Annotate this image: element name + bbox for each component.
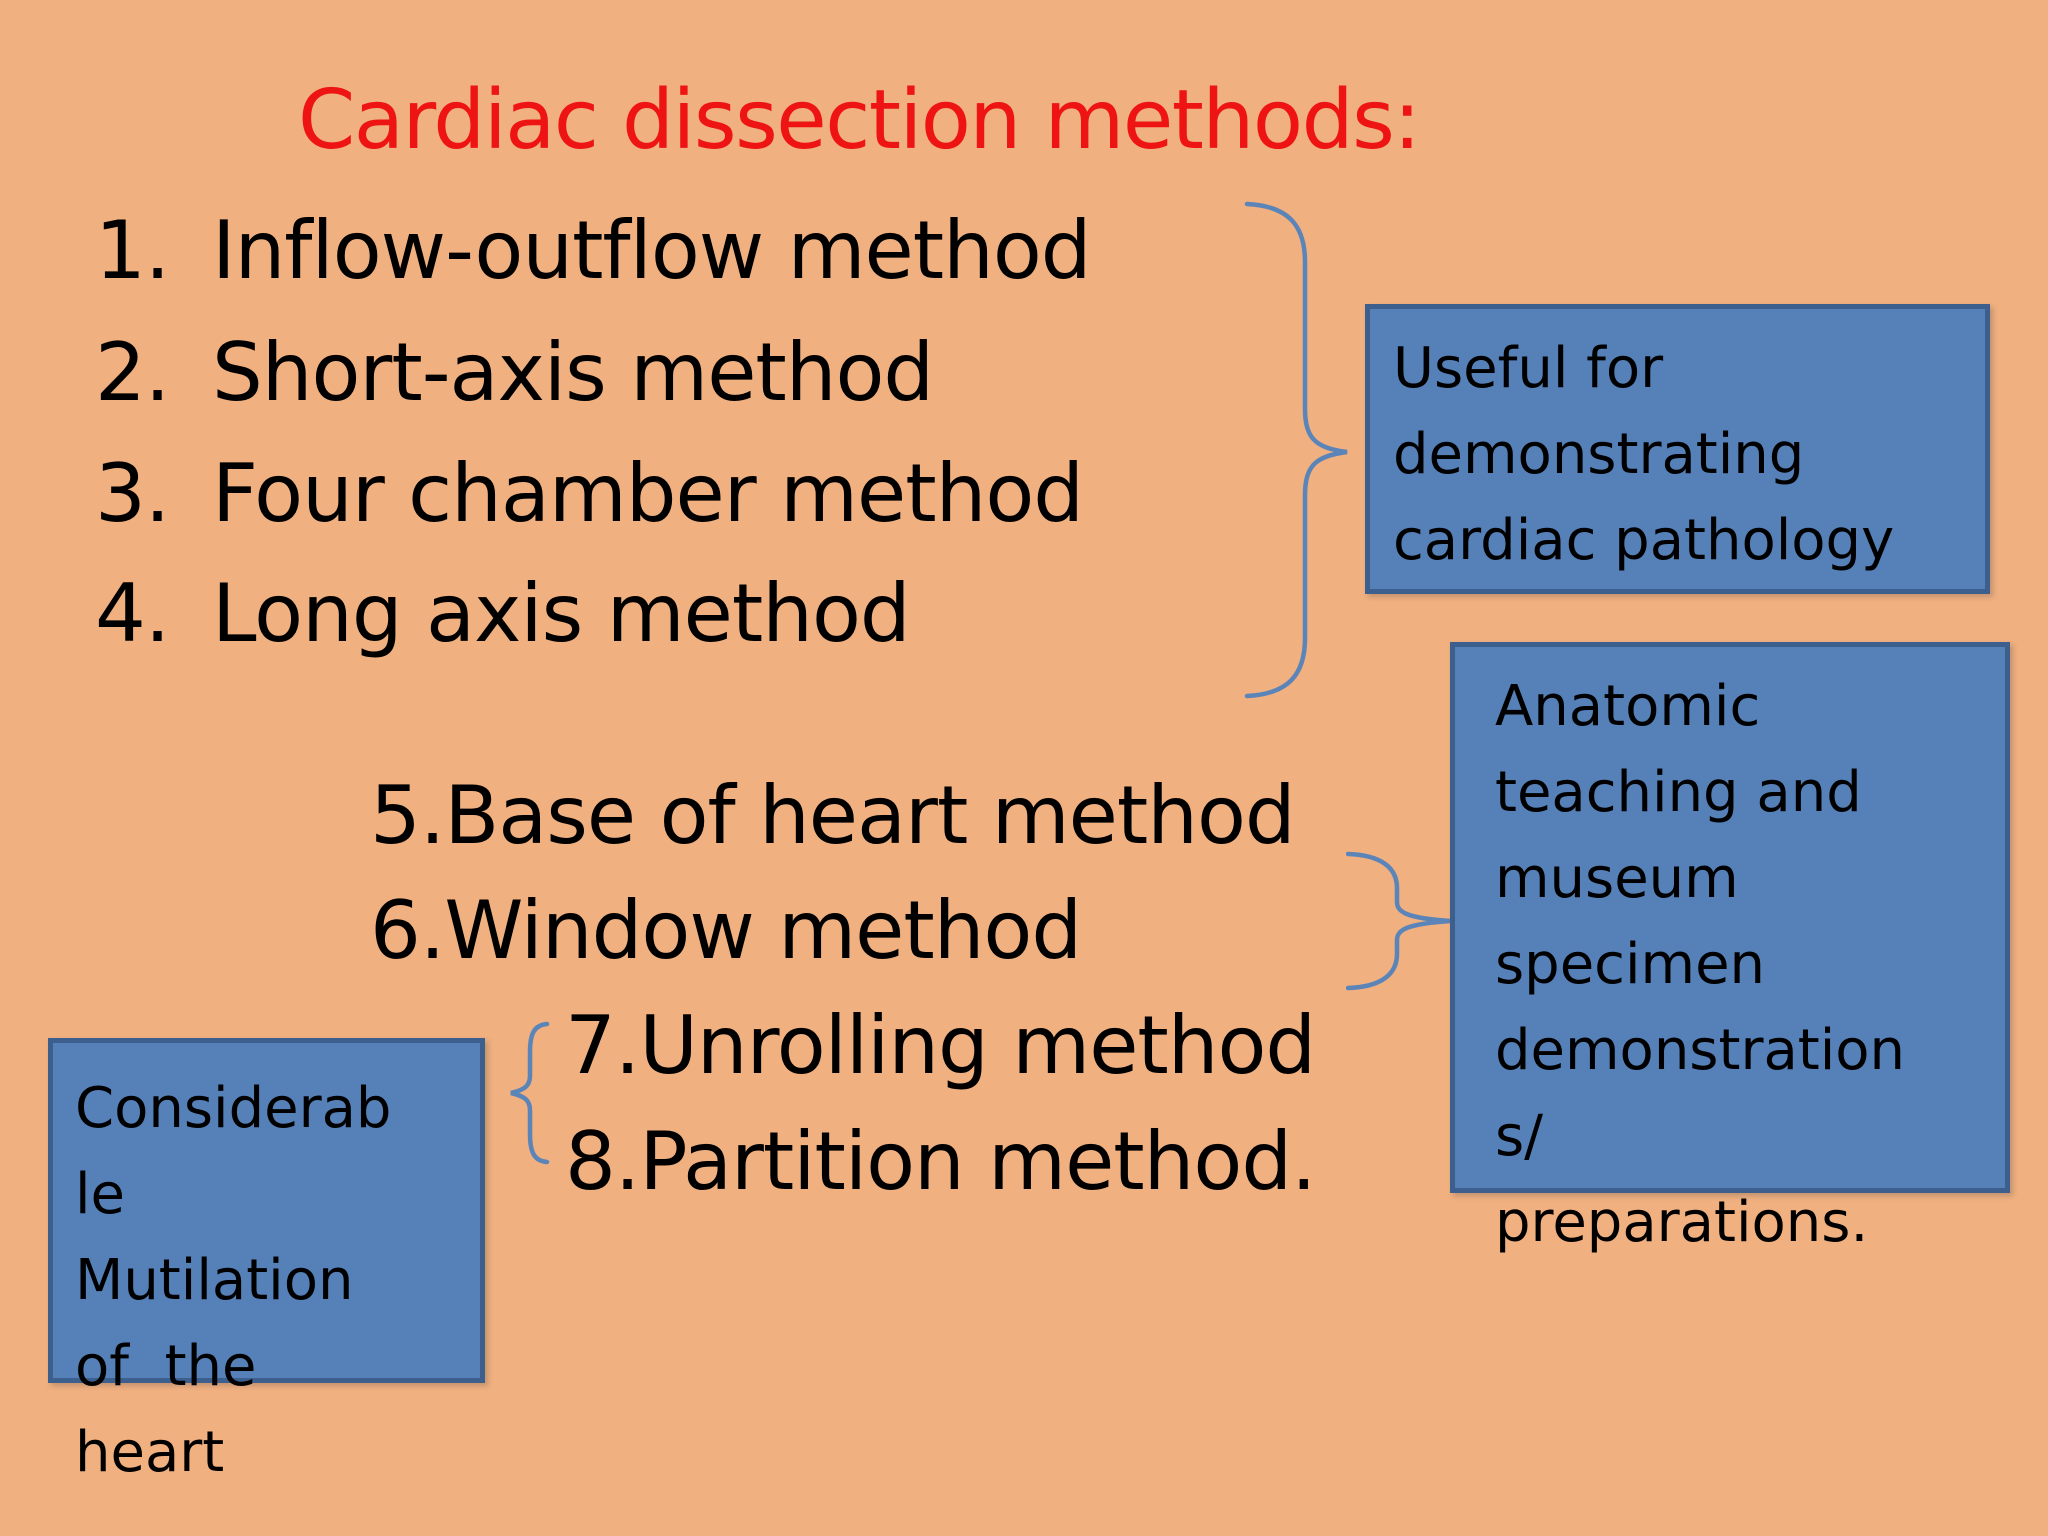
list-item-2: 2. Short-axis method bbox=[95, 326, 934, 419]
right-brace-methods-1-4 bbox=[1244, 201, 1348, 699]
callout-text-mutilation: Considerab le Mutilation of the heart bbox=[75, 1076, 392, 1485]
slide-title: Cardiac dissection methods: bbox=[298, 73, 1421, 168]
callout-text-cardiac-pathology: Useful for demonstrating cardiac patholo… bbox=[1393, 336, 1895, 573]
list-item-2-label: Short-axis method bbox=[212, 326, 934, 419]
callout-box-museum-specimen: Anatomic teaching and museum specimen de… bbox=[1450, 642, 2010, 1255]
list-item-1-label: Inflow-outflow method bbox=[212, 204, 1092, 297]
list-item-8: 8.Partition method. bbox=[565, 1115, 1317, 1208]
list-item-1: 1. Inflow-outflow method bbox=[95, 204, 1092, 297]
list-item-3-number: 3. bbox=[95, 447, 170, 540]
list-item-1-number: 1. bbox=[95, 204, 170, 297]
callout-box-cardiac-pathology: Useful for demonstrating cardiac patholo… bbox=[1365, 304, 1990, 594]
list-item-3: 3. Four chamber method bbox=[95, 447, 1084, 540]
list-item-4-number: 4. bbox=[95, 567, 170, 660]
list-item-4-label: Long axis method bbox=[212, 567, 911, 660]
left-brace-methods-7-8 bbox=[510, 1021, 550, 1165]
list-item-4: 4. Long axis method bbox=[95, 567, 911, 660]
list-item-7: 7.Unrolling method bbox=[565, 999, 1316, 1092]
list-item-3-label: Four chamber method bbox=[212, 447, 1084, 540]
list-item-2-number: 2. bbox=[95, 326, 170, 419]
callout-text-museum-specimen: Anatomic teaching and museum specimen de… bbox=[1495, 674, 1906, 1255]
right-brace-methods-5-6 bbox=[1346, 851, 1451, 991]
callout-box-mutilation: Considerab le Mutilation of the heart bbox=[48, 1038, 485, 1485]
list-item-5: 5.Base of heart method bbox=[370, 769, 1296, 862]
list-item-6: 6.Window method bbox=[370, 884, 1082, 977]
